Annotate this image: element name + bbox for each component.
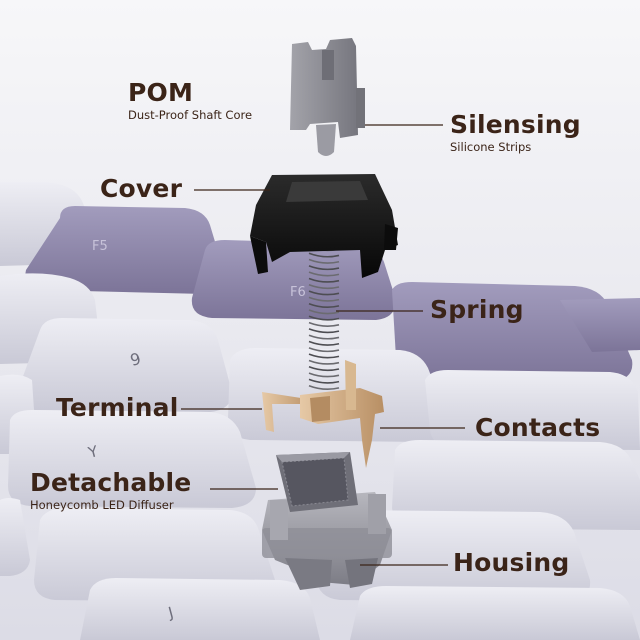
label-terminal: Terminal: [56, 395, 178, 420]
keycap-legend-f5: F5: [92, 239, 108, 254]
label-detachable-subtitle: Honeycomb LED Diffuser: [30, 499, 191, 513]
label-spring-title: Spring: [430, 297, 524, 322]
label-contacts: Contacts: [475, 415, 600, 440]
keycap: [350, 586, 640, 640]
led-diffuser: [276, 452, 358, 512]
label-silensing-subtitle: Silicone Strips: [450, 141, 581, 155]
label-pom: POM Dust-Proof Shaft Core: [128, 80, 252, 123]
label-housing-title: Housing: [453, 550, 569, 575]
label-pom-title: POM: [128, 80, 252, 105]
label-pom-subtitle: Dust-Proof Shaft Core: [128, 109, 252, 123]
label-cover: Cover: [100, 176, 182, 201]
label-detachable: Detachable Honeycomb LED Diffuser: [30, 470, 191, 513]
label-silensing: Silensing Silicone Strips: [450, 112, 581, 155]
keycap: [80, 578, 320, 640]
keycap-legend-f6: F6: [290, 285, 306, 300]
label-cover-title: Cover: [100, 176, 182, 201]
label-detachable-title: Detachable: [30, 470, 191, 495]
label-silensing-title: Silensing: [450, 112, 581, 137]
label-spring: Spring: [430, 297, 524, 322]
label-contacts-title: Contacts: [475, 415, 600, 440]
label-housing: Housing: [453, 550, 569, 575]
label-terminal-title: Terminal: [56, 395, 178, 420]
